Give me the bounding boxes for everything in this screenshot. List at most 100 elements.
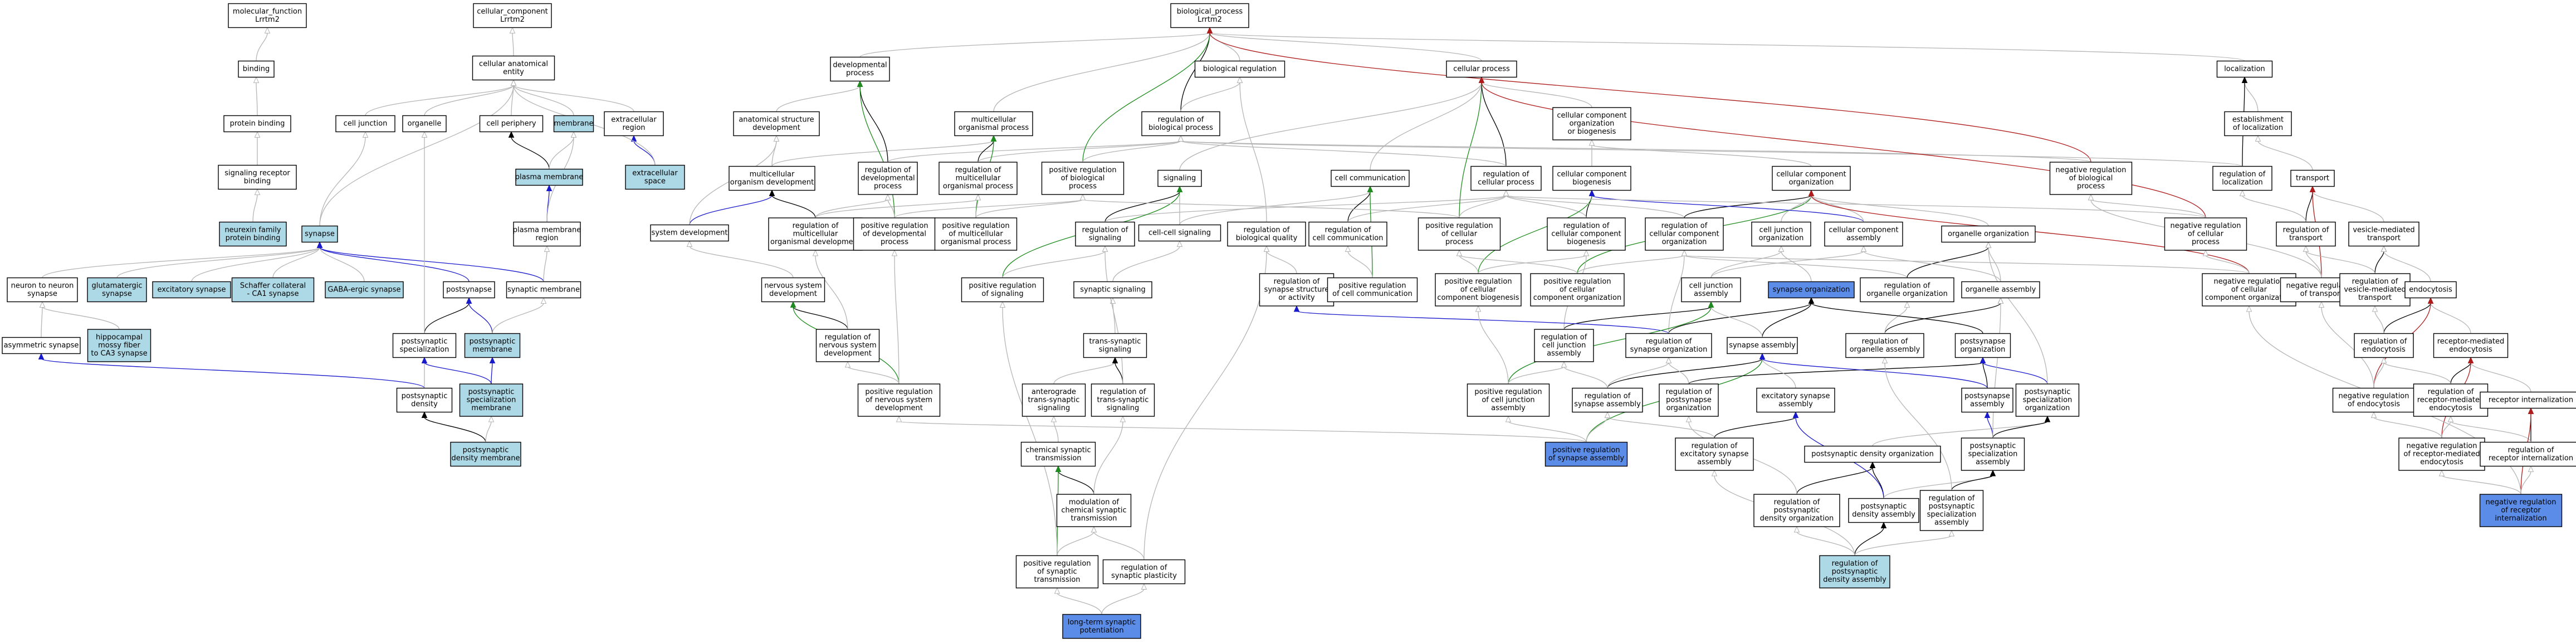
relation-edge (1665, 357, 1689, 385)
edge-line (1179, 82, 1482, 171)
arrowhead (2381, 357, 2387, 363)
term-box (1170, 3, 1249, 28)
edge-line (776, 85, 861, 112)
edge-line (319, 247, 365, 282)
arrowhead (1793, 526, 1800, 533)
edge-line (1992, 421, 2048, 439)
term-label-line: regulation of (1325, 226, 1371, 234)
term-label-line: regulation of (1158, 115, 1204, 124)
term-label-line: asymmetric synapse (4, 342, 79, 350)
term-label-line: trans-synaptic (1097, 396, 1149, 405)
relation-edge (1143, 245, 1270, 560)
term-label-line: developmental (861, 174, 915, 183)
arrowhead (1869, 461, 1876, 468)
term-box (231, 277, 315, 303)
relation-edge (1503, 189, 1587, 218)
relation-edge (1177, 135, 2243, 167)
relation-edge (1002, 245, 1108, 278)
term-label-line: positive regulation (1338, 281, 1406, 290)
term-node: synaptic signaling (1073, 281, 1152, 299)
term-label-line: protein binding (230, 120, 285, 128)
relation-edge (894, 193, 1086, 218)
relation-edge (1992, 297, 2004, 439)
edge-line (1179, 191, 1371, 225)
term-label-line: regulation of (1929, 494, 1975, 503)
term-label-line: long-term synaptic (1068, 618, 1136, 626)
arrowhead (1759, 353, 1766, 359)
term-box (650, 224, 729, 242)
term-node: protein binding (223, 115, 291, 133)
term-label-line: postsynaptic (463, 446, 509, 454)
arrowhead (1505, 415, 1512, 422)
term-box (479, 115, 544, 133)
term-label-line: organismal process (959, 124, 1029, 132)
edge-line (1688, 362, 1983, 385)
term-box (7, 277, 78, 303)
edge-line (977, 140, 1181, 163)
relation-edge (884, 193, 895, 218)
term-label-line: organelle organization (1866, 290, 1948, 298)
term-label-line: transport (2358, 294, 2392, 302)
relation-edge (1684, 189, 1815, 218)
relation-edge (489, 357, 496, 385)
term-label-line: positive regulation (1023, 560, 1091, 568)
term-label-line: cellular component (1557, 170, 1626, 178)
term-label-line: regulation of (1585, 392, 1631, 400)
edge-line (319, 247, 470, 282)
term-label-line: organelle assembly (1850, 346, 1920, 354)
edge-line (977, 140, 994, 163)
term-box (219, 221, 287, 247)
term-label-line: cellular component (1557, 111, 1626, 120)
relation-edge (1808, 297, 1983, 334)
term-box (2224, 111, 2292, 137)
term-label-line: regulation of (1483, 170, 1529, 178)
relation-edge (1979, 357, 2048, 385)
edge-line (1082, 140, 1181, 163)
term-label-line: transmission (1035, 454, 1081, 463)
term-label-line: regulation of (1646, 337, 1692, 346)
term-label-line: of multicellular (949, 230, 1003, 239)
term-node: synapse (301, 225, 338, 243)
edge-line (1710, 307, 1763, 338)
term-box (1552, 166, 1631, 191)
term-label-line: positive regulation (1425, 222, 1493, 230)
term-box (1083, 333, 1147, 358)
term-label-line: Lrrtm2 (500, 16, 525, 24)
term-label-line: density assembly (1823, 576, 1886, 584)
term-box (515, 168, 583, 186)
edge-line (1714, 416, 1796, 439)
term-label-line: density organization (1760, 514, 1834, 523)
edge-line (815, 255, 848, 330)
arrowhead (1880, 522, 1887, 528)
term-box (2480, 391, 2576, 409)
term-box (1075, 221, 1135, 247)
relation-edge (543, 245, 550, 282)
edge-line (2205, 255, 2250, 274)
edge-line (2450, 362, 2471, 385)
term-label-line: synaptic membrane (507, 286, 580, 294)
term-label-line: signaling (1038, 404, 1071, 412)
term-box (228, 3, 307, 28)
term-label-line: assembly (1970, 400, 2005, 408)
term-label-line: negative regulation (2485, 498, 2556, 507)
term-label-line: developmental (833, 61, 887, 69)
term-box (2398, 437, 2485, 471)
term-box (857, 383, 941, 417)
edge-line (1854, 527, 1884, 556)
edge-line (42, 246, 320, 278)
edge-line (1684, 194, 1812, 218)
arrowhead (1681, 249, 1688, 256)
relation-edge (891, 249, 900, 385)
relation-edge (1796, 461, 1876, 495)
term-node: cell periphery (479, 115, 544, 133)
term-label-line: regulation of (1692, 442, 1738, 450)
term-box (402, 115, 447, 133)
edge-line (1854, 535, 1952, 556)
